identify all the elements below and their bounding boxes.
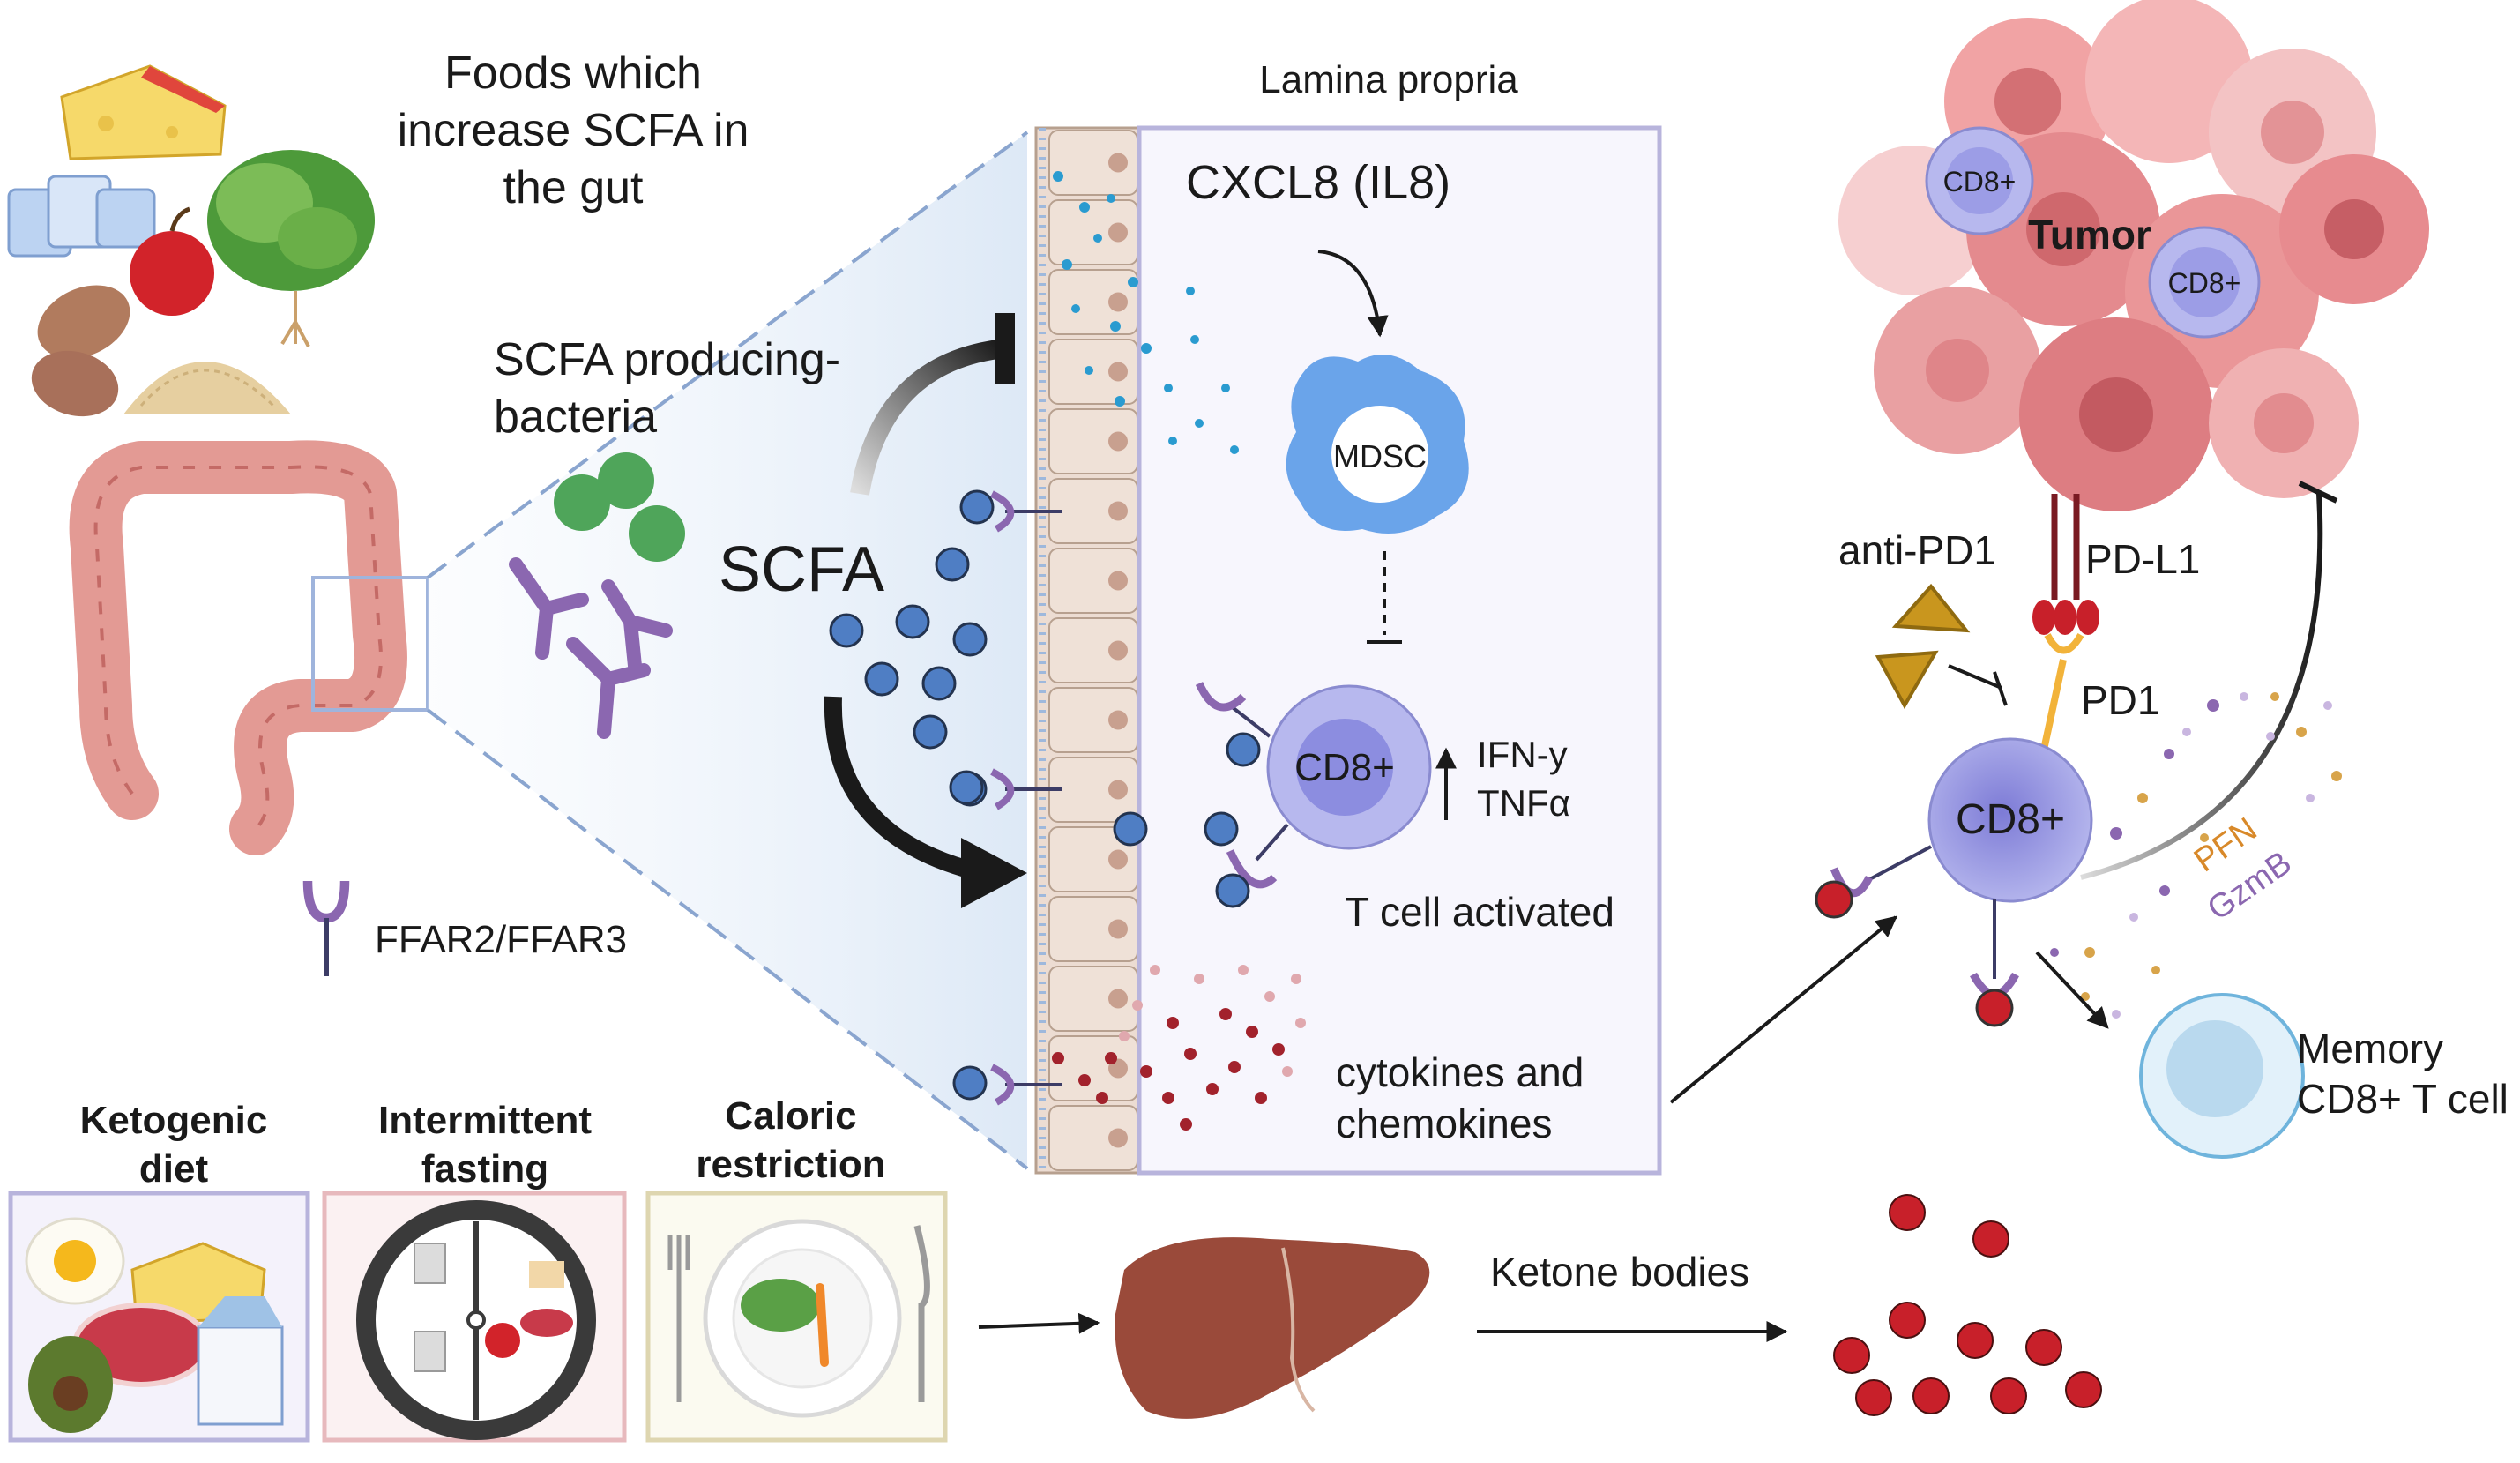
green-bacterium [629, 505, 685, 562]
memory-line-2: CD8+ T cell [2297, 1076, 2509, 1122]
lamina-propria-title: Lamina propria [1259, 58, 1518, 101]
cytokine-dots [1052, 965, 1306, 1131]
purple-bacteria [509, 557, 673, 739]
mdsc-cell: MDSC [1286, 355, 1469, 534]
cheese-icon [60, 64, 227, 160]
epithelium [1034, 126, 1144, 1175]
ketone-label: Ketone bodies [1490, 1249, 1749, 1295]
pd1-receptor [2040, 632, 2084, 750]
diet-to-liver-arrow [978, 1312, 1100, 1334]
kill-inhibit-bar [2298, 481, 2338, 504]
anti-pd1-label: anti-PD1 [1838, 527, 1996, 573]
lamina-cd8-label: CD8+ [1294, 746, 1395, 789]
apple-icon [130, 206, 214, 316]
effector-cd8-cell: CD8+ [1815, 737, 2093, 1027]
ffar-receptor-icon [308, 881, 345, 976]
effector-cd8-label: CD8+ [1956, 796, 2065, 843]
epithelial-nucleus [1108, 919, 1128, 939]
bacteria-label-line-1: SCFA producing- [494, 334, 840, 385]
tumor-label: Tumor [2028, 212, 2151, 258]
milk-icon [197, 1325, 284, 1426]
granules [2050, 692, 2342, 1019]
tumor-cd8-cell-1: CD8+ [1925, 126, 2034, 235]
epithelial-nucleus [1108, 362, 1128, 382]
promote-arrowhead [961, 838, 1027, 908]
colon-icon [69, 440, 429, 855]
pd-l1-label: PD-L1 [2085, 536, 2200, 582]
receptor-legend: FFAR2/FFAR3 [375, 918, 627, 961]
ketogenic-title-line-2: diet [139, 1147, 209, 1191]
intermittent-title-line-1: Intermittent [378, 1099, 592, 1142]
pd1-label: PD1 [2081, 677, 2159, 723]
bacteria-group: SCFA producing- bacteria [494, 334, 840, 739]
epithelial-nucleus [1108, 1128, 1128, 1148]
diet-caloric: Caloric restriction [645, 1094, 948, 1443]
oats-icon [123, 362, 291, 414]
effector-line-2: TNFα [1477, 782, 1570, 824]
zoom-region [428, 132, 1027, 1168]
foods-title-line-2: increase SCFA in [398, 105, 749, 156]
epithelial-nucleus [1108, 153, 1128, 173]
anti-pd1-inhibit-line [1948, 664, 2002, 690]
diet-ketogenic: Ketogenic diet [8, 1099, 310, 1443]
yogurt-icon [7, 175, 156, 258]
caloric-title-line-2: restriction [696, 1143, 885, 1186]
green-bacterium [598, 452, 654, 509]
chemokine-arrow [1317, 250, 1389, 338]
green-bacterium [554, 474, 610, 531]
tumor-cd8-label-1: CD8+ [1943, 166, 2017, 198]
zoom-line-top [426, 131, 1029, 579]
effector-line-1: IFN-y [1477, 734, 1568, 775]
anti-pd1-inhibit-bar [1993, 671, 2008, 706]
liver-icon [1115, 1237, 1430, 1419]
epithelial-nucleus [1108, 710, 1128, 730]
lamina-cd8-cell: CD8+ [1195, 682, 1432, 908]
anti-pd1-antibody [1875, 583, 1971, 710]
ketogenic-title-line-1: Ketogenic [80, 1099, 268, 1142]
cytokines-line-2: chemokines [1336, 1101, 1552, 1146]
chemokine-label: CXCL8 (IL8) [1186, 156, 1450, 209]
epithelial-nucleus [1108, 989, 1128, 1009]
activated-label: T cell activated [1345, 889, 1614, 935]
foods-title-line-1: Foods which [444, 48, 702, 99]
scfa-inhibit-arrow [850, 339, 1007, 496]
memory-cd8-cell [2139, 993, 2305, 1159]
epithelial-nucleus [1108, 780, 1128, 800]
knife-icon [913, 1225, 930, 1402]
epithelial-nucleus [1108, 501, 1128, 521]
intermittent-title-line-2: fasting [421, 1147, 548, 1191]
beans-icon [31, 285, 130, 417]
bacteria-label-line-2: bacteria [494, 392, 657, 443]
mdsc-label: MDSC [1333, 438, 1427, 474]
pd-l1-receptors [2032, 494, 2099, 635]
memory-line-1: Memory [2297, 1026, 2443, 1071]
epithelial-receptors [949, 489, 1148, 1106]
scfa-promote-arrow [824, 696, 968, 877]
epithelial-nucleus [1108, 640, 1128, 661]
caloric-title-line-1: Caloric [725, 1094, 856, 1138]
ketone-bodies [1833, 1194, 2102, 1416]
epithelial-nucleus [1108, 431, 1128, 452]
epithelial-nucleus [1108, 222, 1128, 243]
foods-title-line-3: the gut [503, 162, 644, 213]
cxcl8-dots [1053, 171, 1239, 454]
tumor-cd8-label-2: CD8+ [2168, 267, 2241, 299]
cytokine-to-cd8-arrow [1669, 915, 1897, 1104]
lettuce-icon [207, 150, 375, 347]
tumor-cd8-cell-2: CD8+ [2148, 226, 2261, 339]
cytokines-line-1: cytokines and [1336, 1049, 1584, 1095]
diet-intermittent: Intermittent fasting [322, 1099, 627, 1443]
zoom-line-bottom [426, 708, 1029, 1170]
fork-icon [667, 1235, 690, 1402]
kill-arrow [2080, 493, 2323, 880]
epithelial-nucleus [1108, 571, 1128, 591]
scfa-label: SCFA [719, 534, 884, 605]
epithelial-nucleus [1108, 849, 1128, 870]
foods-group: Foods which increase SCFA in the gut [7, 48, 749, 417]
lamina-propria-box [1137, 125, 1662, 1176]
tumor-mass [1838, 0, 2429, 511]
epithelial-nucleus [1108, 292, 1128, 312]
memory-arrow [2035, 951, 2109, 1029]
